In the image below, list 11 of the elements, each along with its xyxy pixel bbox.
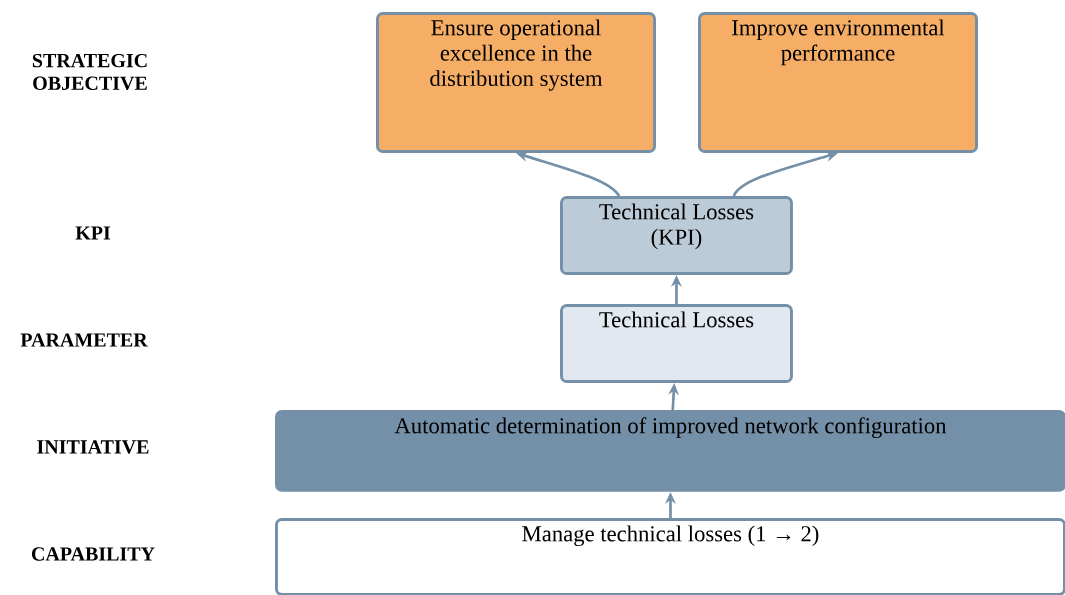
objective-box: Improve environmental performance bbox=[698, 12, 978, 153]
parameter-box: Technical Losses bbox=[560, 304, 793, 383]
initiative-band: Automatic determination of improved network configuration bbox=[275, 410, 1065, 492]
row-label: PARAMETER bbox=[20, 333, 148, 347]
row-label: INITIATIVE bbox=[37, 440, 149, 454]
capability-band: Manage technical losses (1 → 2) bbox=[275, 518, 1065, 595]
row-label: KPI bbox=[75, 226, 111, 240]
row-label: CAPABILITY bbox=[31, 547, 155, 561]
objective-box: Ensure operational excellence in the distribution system bbox=[376, 12, 656, 153]
kpi-box: Technical Losses (KPI) bbox=[560, 196, 793, 275]
row-label: STRATEGIC OBJECTIVE bbox=[32, 53, 147, 91]
